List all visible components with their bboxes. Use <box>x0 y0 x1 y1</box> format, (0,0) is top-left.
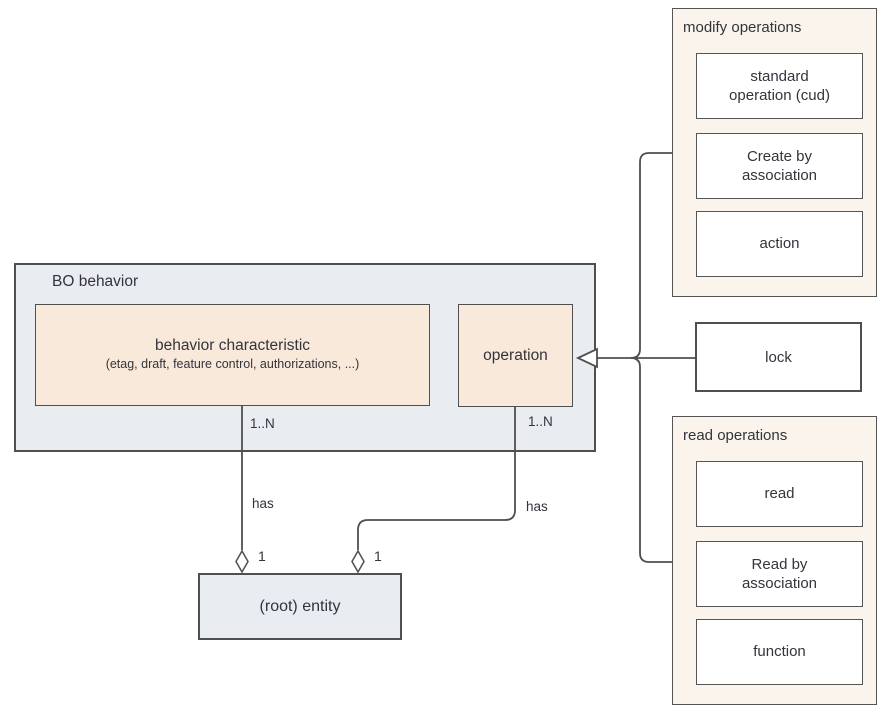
one-label-left: 1 <box>258 548 266 564</box>
function-box: function <box>696 619 863 685</box>
operation-box: operation <box>458 304 573 407</box>
root-entity-label: (root) entity <box>259 597 341 615</box>
operation-title: operation <box>483 346 548 364</box>
standard-operation-box: standard operation (cud) <box>696 53 863 119</box>
modify-operations-group: modify operations standard operation (cu… <box>672 8 877 297</box>
multiplicity-label-left: 1..N <box>250 416 275 431</box>
read-operations-group: read operations read Read by association… <box>672 416 877 705</box>
has-label-left: has <box>252 496 274 511</box>
has-label-right: has <box>526 499 548 514</box>
aggregation-diamond-right <box>351 549 365 574</box>
lock-box: lock <box>695 322 862 392</box>
read-by-association-box: Read by association <box>696 541 863 607</box>
read-operations-title: read operations <box>683 427 788 444</box>
one-label-right: 1 <box>374 548 382 564</box>
action-box: action <box>696 211 863 277</box>
aggregation-diamond-left <box>235 549 249 574</box>
read-box: read <box>696 461 863 527</box>
brace-connector <box>630 152 672 563</box>
create-by-association-box: Create by association <box>696 133 863 199</box>
root-entity-box: (root) entity <box>198 573 402 640</box>
multiplicity-label-right: 1..N <box>528 414 553 429</box>
bo-behavior-title: BO behavior <box>52 273 139 290</box>
behavior-characteristic-subtitle: (etag, draft, feature control, authoriza… <box>105 357 360 372</box>
modify-operations-title: modify operations <box>683 19 802 36</box>
behavior-characteristic-title: behavior characteristic <box>154 337 311 355</box>
lock-label: lock <box>765 348 792 366</box>
behavior-characteristic-box: behavior characteristic (etag, draft, fe… <box>35 304 430 406</box>
